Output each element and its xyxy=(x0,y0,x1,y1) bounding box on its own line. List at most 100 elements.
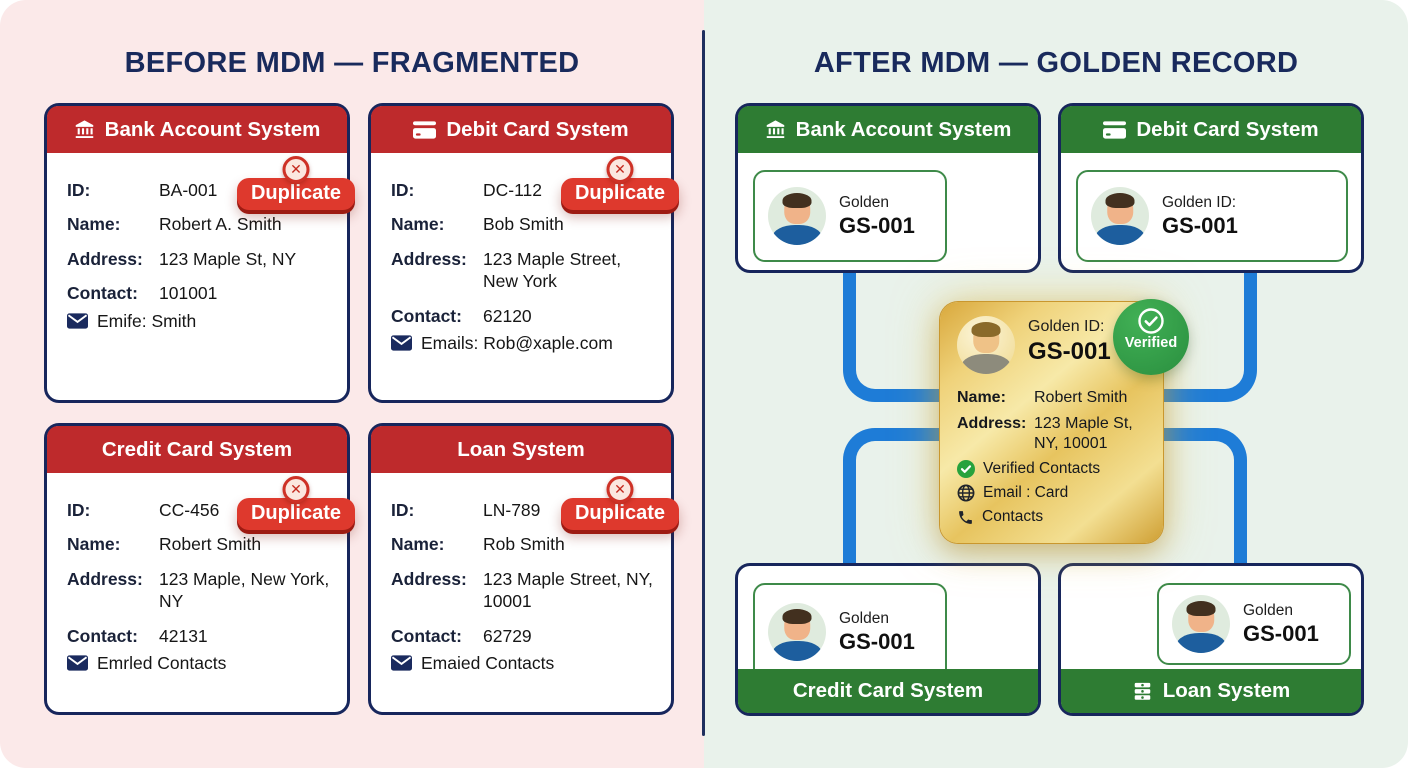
envelope-icon xyxy=(391,655,412,672)
duplicate-x-icon: ✕ xyxy=(282,476,310,503)
avatar xyxy=(768,603,826,661)
after-card-loan: Golden GS-001 Loan System xyxy=(1058,563,1364,716)
duplicate-x-icon: ✕ xyxy=(606,156,634,183)
field-value: 123 Maple, New York, NY xyxy=(159,568,330,612)
golden-id: GS-001 xyxy=(1243,621,1319,647)
field-value: LN-789 xyxy=(483,500,541,520)
after-card-debit: Debit Card System Golden ID: GS-001 xyxy=(1058,103,1364,273)
golden-id: GS-001 xyxy=(839,213,915,239)
duplicate-x-icon: ✕ xyxy=(606,476,634,503)
field-label: Address: xyxy=(391,568,467,589)
name-value: Robert Smith xyxy=(1034,389,1128,406)
debit-card-icon xyxy=(1103,120,1127,139)
envelope-icon xyxy=(67,655,88,672)
debit-card-icon xyxy=(413,120,437,139)
golden-id-box: Golden GS-001 xyxy=(1157,583,1351,665)
field-value: 62729 xyxy=(483,625,532,646)
duplicate-label: Duplicate xyxy=(574,502,665,524)
avatar xyxy=(768,187,826,245)
before-card-debit: Debit Card System ID: DC-112 Name: Bob Smi… xyxy=(368,103,679,403)
connector-bottom-right xyxy=(1162,428,1247,566)
duplicate-x-icon: ✕ xyxy=(282,156,310,183)
field-label: Address: xyxy=(391,248,467,269)
email-line: Emife: Smith xyxy=(97,310,197,331)
before-card-bank: Bank Account System ID:BA-001 Name:Rober… xyxy=(44,103,355,403)
feature-text: Contacts xyxy=(982,508,1044,525)
field-label: Contact: xyxy=(67,625,138,646)
verified-badge: Verified xyxy=(1113,299,1189,375)
duplicate-label: Duplicate xyxy=(250,182,341,204)
envelope-icon xyxy=(67,313,88,329)
before-card-loan-header: Loan System xyxy=(371,426,671,473)
avatar xyxy=(1172,595,1230,653)
before-card-bank-title: Bank Account System xyxy=(104,117,321,141)
field-label: ID: xyxy=(391,500,415,520)
field-value: 42131 xyxy=(159,625,208,646)
before-card-debit-header: Debit Card System xyxy=(371,106,671,153)
golden-label: Golden xyxy=(839,610,889,628)
field-value: DC-112 xyxy=(483,180,543,200)
after-card-credit: Golden GS-001 Credit Card System xyxy=(735,563,1041,716)
field-label: Address: xyxy=(67,248,143,269)
field-label: ID: xyxy=(391,180,415,200)
field-value: 123 Maple Street, New York xyxy=(483,248,622,292)
field-label: Name: xyxy=(391,214,445,235)
golden-id-box: Golden ID: GS-001 xyxy=(1076,170,1348,262)
after-card-loan-title: Loan System xyxy=(1162,679,1291,702)
email-line: Emrled Contacts xyxy=(97,652,227,673)
field-value: Rob Smith xyxy=(483,534,565,555)
golden-record-id-label: Golden ID: xyxy=(1028,318,1105,335)
field-label: Address: xyxy=(67,568,143,589)
field-label: ID: xyxy=(67,180,91,200)
verified-label: Verified xyxy=(1124,335,1178,351)
cash-icon xyxy=(1132,682,1153,701)
after-card-debit-title: Debit Card System xyxy=(1136,117,1319,141)
after-card-credit-title: Credit Card System xyxy=(792,679,984,702)
duplicate-badge: ✕ Duplicate xyxy=(560,476,679,530)
duplicate-label: Duplicate xyxy=(574,182,665,204)
after-card-debit-header: Debit Card System xyxy=(1061,106,1361,153)
field-value: Robert Smith xyxy=(159,534,262,555)
globe-icon xyxy=(957,484,975,502)
golden-id: GS-001 xyxy=(839,629,915,655)
golden-id: GS-001 xyxy=(1162,213,1238,239)
field-value: 123 Maple Street, NY, 10001 xyxy=(483,568,653,612)
before-card-loan-title: Loan System xyxy=(457,437,585,461)
connector-top-left xyxy=(843,270,944,402)
email-line: Emails: Rob@xaple.com xyxy=(421,332,613,353)
field-value: Robert A. Smith xyxy=(159,214,282,235)
after-title: AFTER MDM — GOLDEN RECORD xyxy=(813,47,1299,79)
field-value: CC-456 xyxy=(159,500,220,520)
before-title: BEFORE MDM — FRAGMENTED xyxy=(124,47,580,79)
connector-bottom-left xyxy=(843,428,944,566)
envelope-icon xyxy=(391,335,412,352)
golden-label: Golden xyxy=(839,194,889,212)
before-card-credit: Credit Card System ID:CC-456 Name:Robert… xyxy=(44,423,355,715)
connector-top-right xyxy=(1162,270,1257,402)
field-value: 62120 xyxy=(483,305,532,326)
field-value: 123 Maple St, NY xyxy=(159,248,297,269)
name-label: Name: xyxy=(957,389,1006,406)
duplicate-badge: ✕ Duplicate xyxy=(236,156,355,210)
after-card-credit-header: Credit Card System xyxy=(738,669,1038,713)
field-value: Bob Smith xyxy=(483,214,564,235)
panel-divider xyxy=(702,30,705,736)
golden-avatar xyxy=(957,316,1015,374)
before-card-bank-header: Bank Account System xyxy=(47,106,347,153)
duplicate-badge: ✕ Duplicate xyxy=(560,156,679,210)
field-label: Contact: xyxy=(67,283,138,304)
before-card-debit-title: Debit Card System xyxy=(446,117,629,141)
address-value: 123 Maple St, NY, 10001 xyxy=(1034,415,1133,452)
field-label: ID: xyxy=(67,500,91,520)
before-card-credit-body: ID:CC-456 Name:Robert Smith Address:123 … xyxy=(47,473,347,674)
after-card-bank: Bank Account System Golden GS-001 xyxy=(735,103,1041,273)
after-card-bank-header: Bank Account System xyxy=(738,106,1038,153)
golden-id-box: Golden GS-001 xyxy=(753,170,947,262)
before-card-loan: Loan System ID:LN-789 Name:Rob Smith Add… xyxy=(368,423,679,715)
phone-icon xyxy=(957,509,974,526)
before-card-loan-body: ID:LN-789 Name:Rob Smith Address:123 Map… xyxy=(371,473,671,674)
golden-record-id: GS-001 xyxy=(1028,338,1111,365)
field-label: Contact: xyxy=(391,625,462,646)
check-circle-icon xyxy=(957,460,975,478)
